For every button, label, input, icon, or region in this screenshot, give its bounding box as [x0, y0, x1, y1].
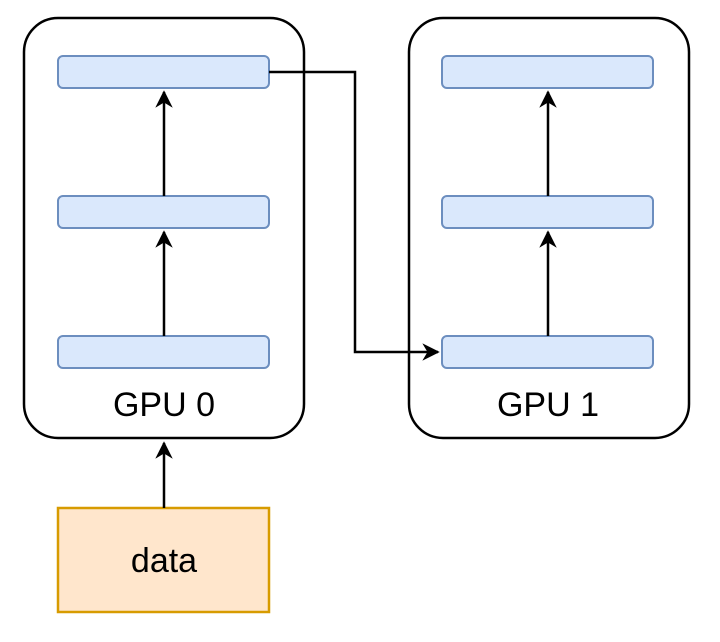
- gpu-0-layer-top: [57, 55, 270, 89]
- gpu-0-label: GPU 0: [113, 386, 215, 424]
- gpu-0-layer-middle: [57, 195, 270, 229]
- gpu-1-layer-top: [441, 55, 654, 89]
- gpu-1-layer-bottom: [441, 335, 654, 369]
- arrow-gpu-0-to-gpu-1: [269, 70, 440, 361]
- data-node-label: data: [131, 542, 197, 580]
- gpu-1-group: GPU 1: [407, 16, 691, 440]
- gpu-1-layer-middle: [441, 195, 654, 229]
- gpu-1-label: GPU 1: [497, 386, 599, 424]
- gpu-0-group: GPU 0: [22, 16, 306, 440]
- gpu-0-layer-bottom: [57, 335, 270, 369]
- data-node: [56, 506, 271, 614]
